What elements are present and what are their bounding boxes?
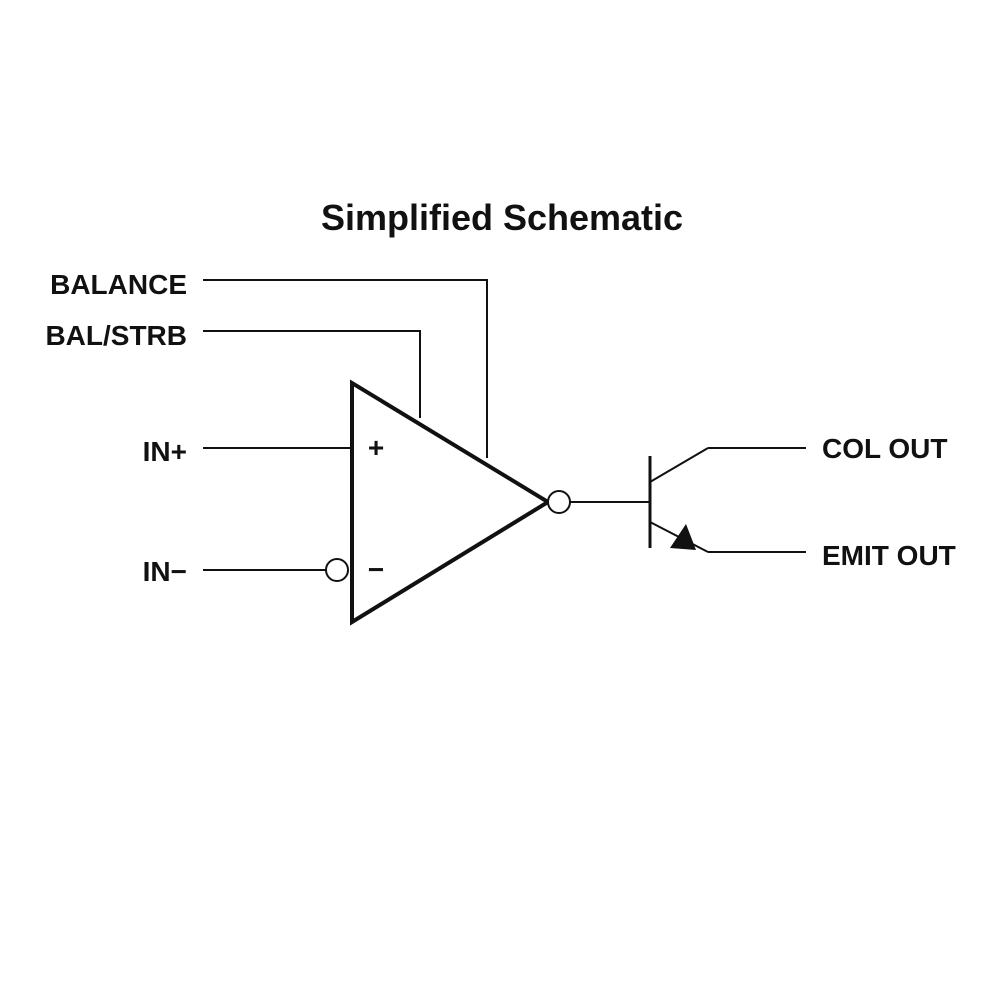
inverting-input-bubble <box>325 558 349 582</box>
balance-wire <box>203 279 488 458</box>
bal-strb-wire <box>203 330 421 418</box>
comparator-triangle <box>350 379 552 626</box>
diagram-title: Simplified Schematic <box>321 197 683 238</box>
emitter-arrow-icon <box>670 524 696 550</box>
pin-label-balance: BALANCE <box>50 269 187 300</box>
pin-label-in-plus: IN+ <box>143 436 187 467</box>
pin-label-col-out: COL OUT <box>822 433 947 464</box>
transistor-collector-line <box>649 447 709 483</box>
output-transistor <box>648 447 806 553</box>
non-inverting-sign: + <box>368 432 384 463</box>
pin-label-bal-strb: BAL/STRB <box>45 320 187 351</box>
output-bubble <box>547 490 571 514</box>
pin-label-emit-out: EMIT OUT <box>822 540 956 571</box>
inverting-sign: − <box>368 554 384 585</box>
pin-label-in-minus: IN− <box>143 556 187 587</box>
